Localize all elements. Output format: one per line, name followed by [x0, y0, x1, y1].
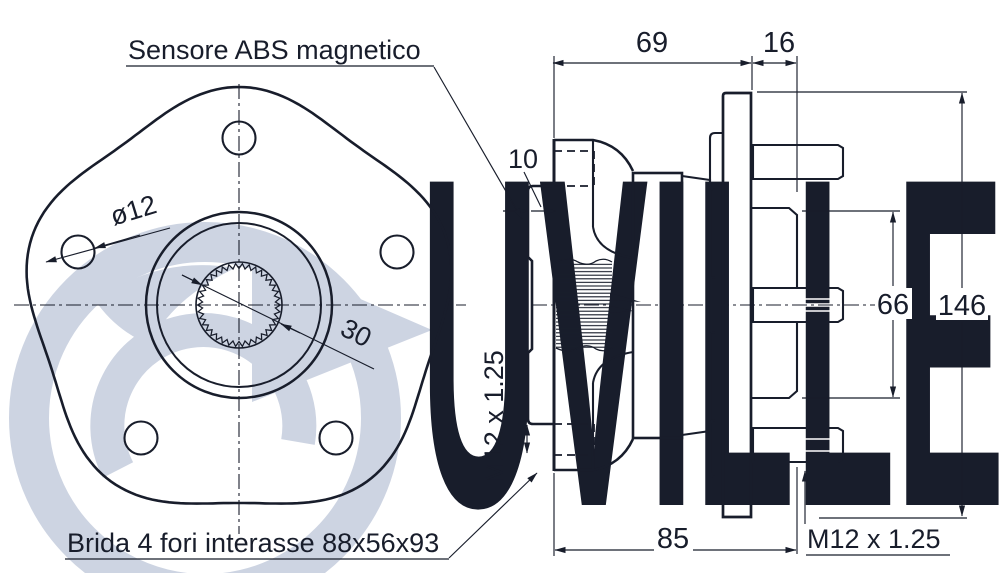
- pilot-boss-fill: [751, 208, 797, 398]
- wheel-studs: [751, 143, 845, 464]
- stud-bottom: [751, 426, 845, 464]
- hidden-thread-holes: [554, 150, 595, 456]
- dim-146-label: 146: [938, 290, 986, 322]
- flange-callout: Brida 4 fori interasse 88x56x93: [67, 528, 439, 558]
- bolt-hole: [123, 420, 159, 456]
- watermark-logo-ring: [9, 222, 401, 573]
- wheel-flange-plate: [721, 91, 753, 519]
- bolt-hole: [379, 234, 415, 270]
- dimension-labels: 69 16 10 66 146 85 M12 x 1.25 M12 x 1.25: [479, 27, 988, 555]
- dimension-lines: [503, 59, 966, 556]
- watermark-logo-swoosh: [90, 313, 317, 478]
- bolt-hole: [60, 234, 96, 270]
- bolt-hole: [318, 420, 354, 456]
- section-view: 69 16 10 66 146 85 M12 x 1.25 M12 x 1.25: [479, 27, 988, 556]
- dim-10-label: 10: [508, 144, 538, 174]
- dim-hole-diameter-label: ø12: [107, 189, 160, 231]
- stud-top: [751, 143, 845, 181]
- thread-right-label: M12 x 1.25: [807, 524, 941, 554]
- watermark-logo-beak: [252, 252, 432, 402]
- stud-middle: [751, 286, 845, 324]
- dim-69-label: 69: [636, 27, 668, 59]
- pilot-boss: [751, 206, 799, 400]
- abs-sensor-leader: [433, 66, 523, 220]
- thread-left-label: M12 x 1.25: [479, 350, 509, 484]
- bolt-holes: [60, 120, 415, 456]
- flange-leader: [448, 472, 538, 559]
- dim-85-label: 85: [657, 523, 689, 555]
- flange-outline: [25, 85, 453, 505]
- callouts: Sensore ABS magnetico Brida 4 fori inter…: [65, 35, 538, 560]
- abs-sensor-callout: Sensore ABS magnetico: [128, 35, 421, 65]
- extension-lines: [553, 56, 967, 556]
- dim-66-label: 66: [877, 289, 909, 321]
- dim-16-label: 16: [763, 27, 795, 59]
